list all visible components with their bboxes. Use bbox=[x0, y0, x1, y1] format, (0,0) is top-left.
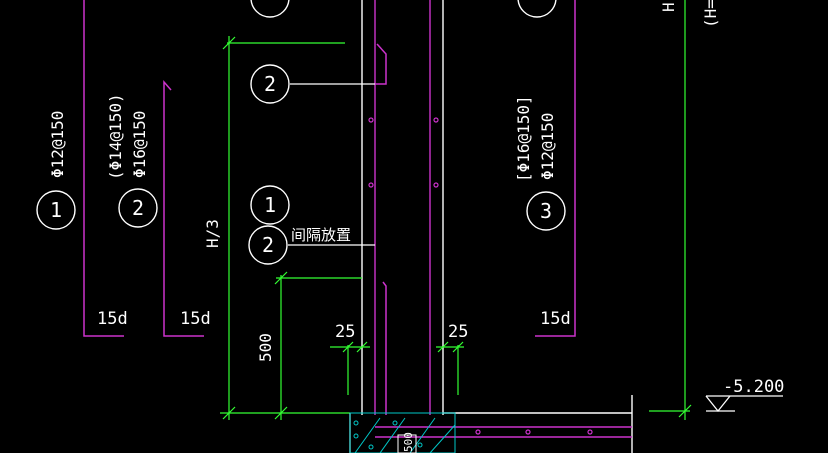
dim-text-25-left: 25 bbox=[335, 322, 355, 342]
rebar-spec-left-2a: (Φ14@150) bbox=[106, 93, 125, 180]
circle-label-1-mid: 1 bbox=[250, 185, 290, 225]
note-spacing: 间隔放置 bbox=[291, 226, 351, 244]
dim-text-h-third: H/3 bbox=[203, 219, 222, 248]
svg-text:1: 1 bbox=[264, 193, 276, 217]
elevation-marker bbox=[705, 395, 783, 413]
anchor-length-2: 15d bbox=[180, 309, 211, 329]
circle-label-top-right bbox=[517, 0, 557, 18]
svg-text:2: 2 bbox=[264, 72, 276, 96]
slab-rebar-dots bbox=[475, 429, 593, 435]
svg-text:1: 1 bbox=[50, 198, 62, 222]
svg-text:3: 3 bbox=[540, 199, 552, 223]
dim-h-right bbox=[678, 0, 692, 420]
dim-text-500: 500 bbox=[256, 333, 275, 362]
anchor-length-3: 15d bbox=[540, 309, 571, 329]
rebar-bar-2-left bbox=[163, 80, 204, 337]
wall-rebar-dots bbox=[368, 117, 439, 188]
wall-center-lines bbox=[361, 0, 444, 415]
svg-text:2: 2 bbox=[132, 196, 144, 220]
dim-text-h-eq: (H=4 bbox=[701, 0, 720, 28]
rebar-spec-right-3b: Φ12@150 bbox=[538, 113, 557, 180]
leader-lines bbox=[288, 83, 375, 246]
circle-label-3-right: 3 bbox=[526, 191, 566, 231]
anchor-length-1: 15d bbox=[97, 309, 128, 329]
rebar-bar-3-right bbox=[535, 0, 576, 337]
slab-hatch bbox=[349, 412, 456, 453]
circle-label-top-left bbox=[250, 0, 290, 18]
circle-label-2-mid: 2 bbox=[248, 225, 288, 265]
dim-500 bbox=[274, 271, 288, 420]
rebar-spec-right-3a: [Φ16@150] bbox=[514, 95, 533, 182]
rebar-bar-1-left bbox=[83, 0, 124, 337]
dim-25-left bbox=[330, 341, 370, 395]
slab-top bbox=[349, 395, 633, 453]
dim-text-25-right: 25 bbox=[448, 322, 468, 342]
dim-h-third bbox=[222, 36, 236, 420]
rebar-spec-left-2b: Φ16@150 bbox=[130, 111, 149, 178]
rebar-hook-top bbox=[375, 43, 387, 85]
dim-text-h-top: H bbox=[659, 2, 678, 12]
slab-label-box bbox=[397, 434, 417, 453]
rebar-hook-bottom bbox=[382, 281, 387, 415]
circle-label-1-left: 1 bbox=[36, 190, 76, 230]
elevation-text: -5.200 bbox=[723, 377, 784, 397]
circle-label-2-upper: 2 bbox=[250, 64, 290, 104]
rebar-spec-left-1: Φ12@150 bbox=[48, 111, 67, 178]
svg-text:2: 2 bbox=[262, 233, 274, 257]
dim-25-right bbox=[436, 341, 464, 395]
leader-lines-green bbox=[227, 42, 362, 279]
circle-label-2-left: 2 bbox=[118, 188, 158, 228]
dim-text-cover-500: 500 bbox=[402, 432, 415, 452]
dim-base-line bbox=[220, 410, 690, 414]
